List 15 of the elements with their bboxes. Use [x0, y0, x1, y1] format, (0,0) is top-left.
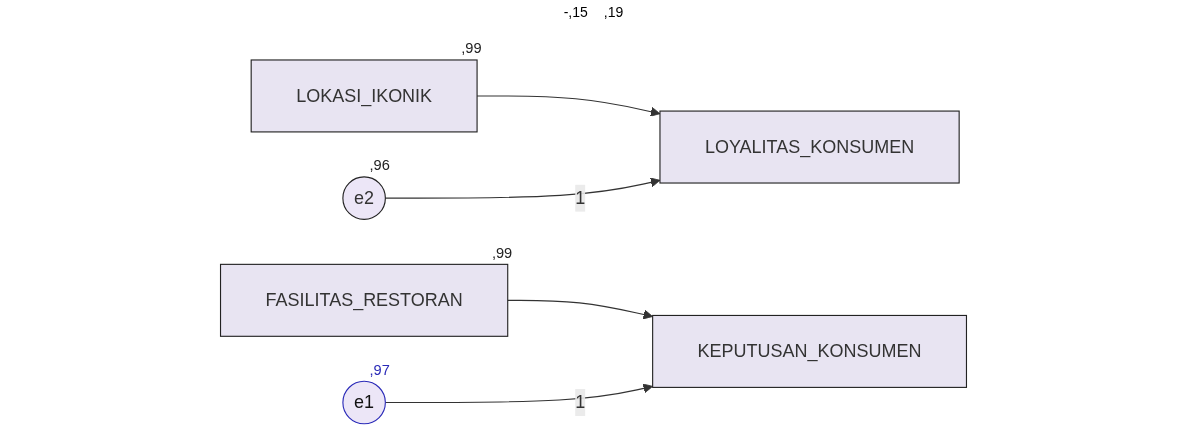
node-box: FASILITAS_RESTORAN [219, 263, 509, 337]
path-coefficient: ,19 [603, 4, 624, 20]
node-box: LOKASI_IKONIK [250, 59, 478, 133]
variance-value: ,97 [369, 361, 390, 378]
variance-value: ,99 [461, 40, 482, 57]
edge-label: 1 [575, 392, 586, 412]
node-circle: e1 [342, 380, 386, 425]
node-box: LOYALITAS_KONSUMEN [659, 110, 960, 184]
node-circle: e2 [342, 176, 386, 220]
path-coefficient: -,15 [563, 4, 588, 20]
edge-label: 1 [575, 188, 586, 208]
variance-value: ,96 [369, 157, 390, 174]
arrow [507, 299, 654, 320]
node-box: KEPUTUSAN_KONSUMEN [652, 314, 968, 388]
variance-value: ,99 [491, 244, 513, 261]
